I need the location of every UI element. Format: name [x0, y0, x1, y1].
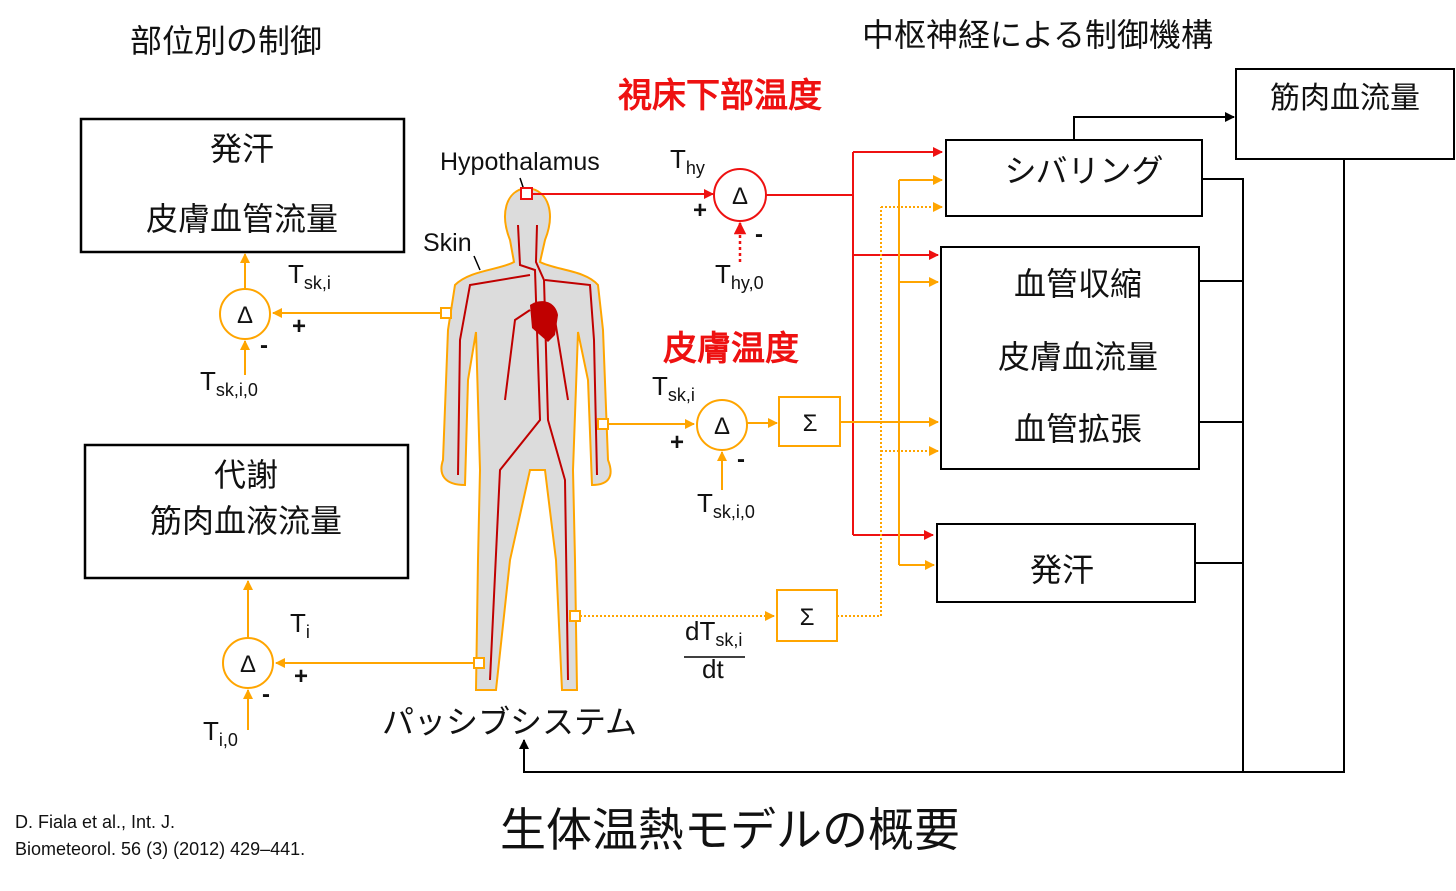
- tski-label: Tsk,i: [652, 371, 695, 405]
- tski-label: Tsk,i: [288, 259, 331, 293]
- citation-line-1: D. Fiala et al., Int. J.: [15, 812, 175, 832]
- delta-symbol: Δ: [240, 651, 256, 678]
- hypothalamus-label: Hypothalamus: [440, 148, 600, 176]
- human-body-figure: Hypothalamus Skin: [423, 148, 612, 691]
- central-control-heading: 中枢神経による制御機構: [862, 16, 1213, 54]
- plus-sign: +: [294, 663, 308, 690]
- dtski-denominator: dt: [702, 654, 724, 684]
- minus-sign: -: [737, 446, 745, 473]
- skin-rate-signal-path: Σ dTsk,i dt: [569, 202, 943, 684]
- ti0-label: Ti,0: [203, 716, 238, 750]
- vasodilation-text: 血管拡張: [1014, 410, 1142, 448]
- muscle-blood-flow-text: 筋肉血液流量: [150, 502, 342, 540]
- skin-delta-node: [696, 399, 748, 451]
- sigma-symbol: Σ: [800, 604, 815, 631]
- tski0-label: Tsk,i,0: [697, 488, 755, 522]
- local-muscle-loop: Δ + - Ti Ti,0: [203, 580, 485, 750]
- skin-signal-path: Δ Σ + - Tsk,i Tsk,i,0: [597, 175, 943, 570]
- sweating-box: 発汗: [936, 523, 1196, 603]
- sweating-text: 発汗: [1030, 551, 1094, 589]
- vasoconstriction-text: 血管収縮: [1014, 265, 1142, 303]
- skin-blood-flow-text: 皮膚血流量: [998, 338, 1158, 376]
- local-skin-loop: Δ + - Tsk,i Tsk,i,0: [200, 253, 452, 400]
- local-skin-box: 発汗 皮膚血管流量: [79, 117, 406, 254]
- minus-sign: -: [755, 221, 763, 248]
- skin-blood-flow-text: 皮膚血管流量: [146, 200, 338, 238]
- rate-sigma-block: [776, 589, 838, 642]
- plus-sign: +: [292, 313, 306, 340]
- skin-sigma-block: [778, 396, 841, 447]
- thy0-label: Thy,0: [715, 259, 764, 293]
- muscle-flow-box: 筋肉血流量: [1235, 68, 1455, 160]
- vasomotor-box: 血管収縮 皮膚血流量 血管拡張: [940, 246, 1200, 470]
- minus-sign: -: [260, 332, 268, 359]
- delta-symbol: Δ: [732, 183, 748, 210]
- local-metabolism-box: 代謝 筋肉血液流量: [83, 443, 410, 580]
- tski0-label: Tsk,i,0: [200, 366, 258, 400]
- metabolism-text: 代謝: [214, 456, 278, 494]
- plus-sign: +: [670, 429, 684, 456]
- dtski-numerator: dTsk,i: [685, 616, 742, 650]
- shivering-text: シバリング: [1004, 152, 1163, 190]
- sigma-symbol: Σ: [803, 410, 818, 437]
- minus-sign: -: [262, 681, 270, 708]
- delta-symbol: Δ: [714, 413, 730, 440]
- thy-label: Thy: [670, 144, 705, 178]
- hypothalamus-temp-label: 視床下部温度: [618, 76, 822, 116]
- hypothalamus-sensor: [520, 187, 533, 200]
- feedback-lines: [519, 112, 1345, 773]
- ti-label: Ti: [290, 608, 310, 642]
- hypothalamus-signal-path: Δ + - Thy Thy,0: [520, 144, 943, 540]
- plus-sign: +: [693, 197, 707, 224]
- local-control-heading: 部位別の制御: [130, 22, 322, 60]
- muscle-flow-text: 筋肉血流量: [1270, 81, 1420, 116]
- skin-temp-label: 皮膚温度: [663, 329, 799, 369]
- citation-line-2: Biometeorol. 56 (3) (2012) 429–441.: [15, 839, 305, 859]
- shivering-box: シバリング: [945, 139, 1203, 217]
- passive-system-label: パッシブシステム: [382, 703, 637, 741]
- delta-symbol: Δ: [237, 302, 253, 329]
- diagram-title: 生体温熱モデルの概要: [500, 803, 960, 857]
- skin-label: Skin: [423, 229, 472, 257]
- sweating-text: 発汗: [210, 130, 274, 168]
